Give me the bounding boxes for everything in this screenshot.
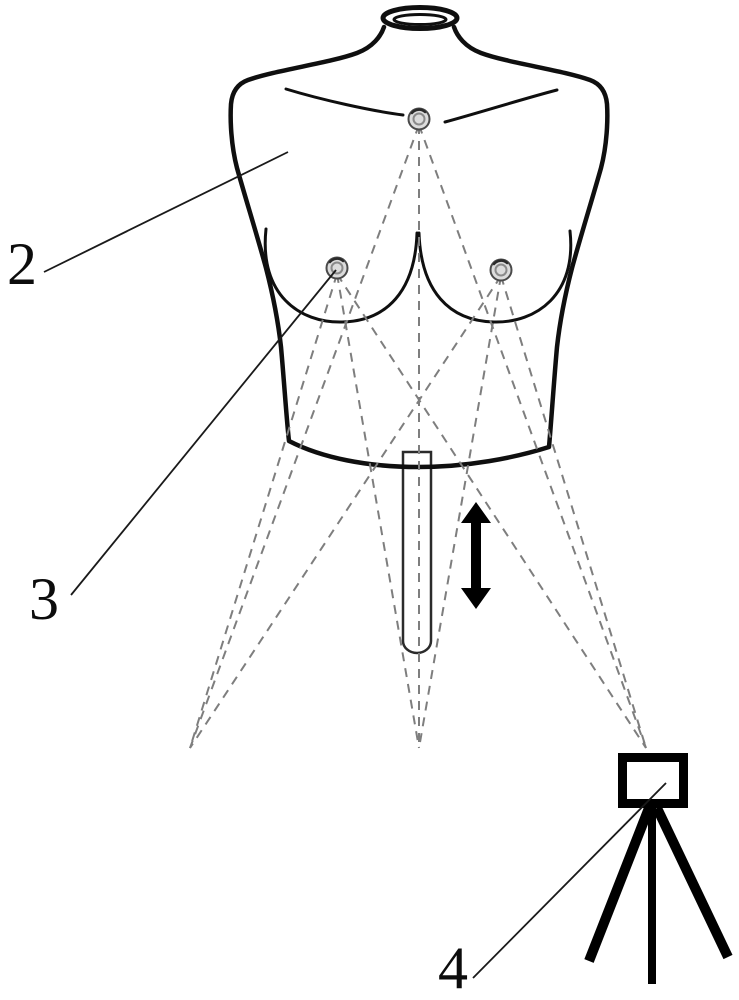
leader-lines [43, 151, 667, 979]
tripod-left-leg [584, 806, 654, 963]
leader-line-3 [70, 269, 337, 596]
reference-label-4: 4 [438, 935, 468, 1000]
neck-ring-inner [392, 13, 448, 26]
sightline [500, 275, 647, 749]
tripod-right-leg [652, 805, 733, 960]
stand-pole [401, 450, 433, 655]
sightline [418, 124, 647, 749]
right-breast-curve [417, 229, 573, 324]
sightline [189, 275, 502, 749]
sightline [336, 273, 420, 749]
sightline [336, 273, 647, 749]
left-collarbone-curve [284, 87, 405, 117]
sightline [189, 124, 420, 749]
leader-line-2 [43, 151, 289, 273]
right-collarbone-curve [443, 88, 559, 124]
vertical-double-arrow-icon [461, 502, 491, 609]
reference-label-2: 2 [7, 231, 37, 297]
leader-line-4 [472, 782, 667, 979]
chest-marker-icon [407, 107, 431, 131]
right-breast-marker-icon [489, 258, 513, 282]
left-breast-curve [263, 227, 419, 324]
camera-sightlines [189, 124, 647, 749]
reference-label-3: 3 [29, 566, 59, 632]
left-breast-marker-icon [325, 256, 349, 280]
sightline [189, 273, 338, 749]
